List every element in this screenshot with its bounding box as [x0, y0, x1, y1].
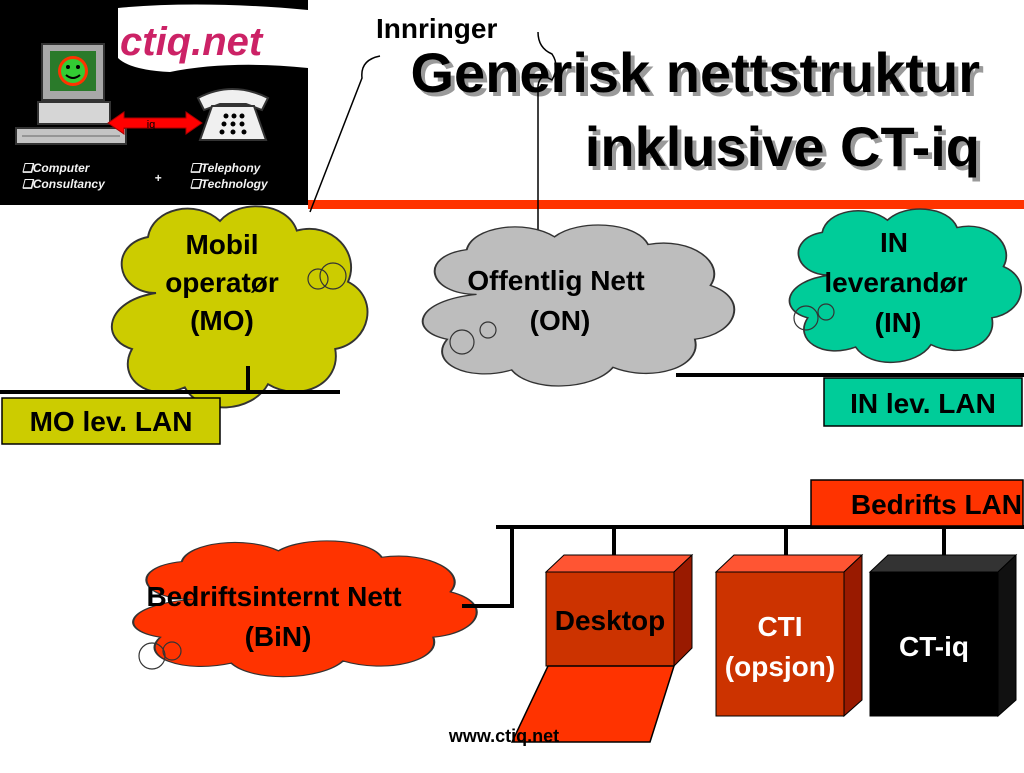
title-line2: inklusive CT-iq — [585, 115, 980, 178]
in-lan-box — [823, 377, 1023, 427]
cti-device: CTI (opsjon) — [714, 553, 864, 718]
title-line1: Generisk nettstruktur — [411, 41, 981, 104]
logo-item-telephony: ❑Telephony — [190, 161, 262, 175]
cloud-mo-label-line3: (MO) — [190, 305, 254, 336]
logo-item-technology: ❑Technology — [190, 177, 269, 191]
computer-icon — [15, 43, 127, 145]
desktop-label: Desktop — [555, 605, 665, 636]
callout-line-mo — [309, 55, 381, 213]
in-lan-label: IN lev. LAN — [850, 388, 996, 419]
cloud-on-label-line1: Offentlig Nett — [467, 265, 644, 296]
cloud-bubble — [319, 262, 347, 290]
cloud-on-label-line2: (ON) — [530, 305, 591, 336]
accent-bar — [308, 200, 1024, 209]
desktop-keyboard — [510, 665, 676, 743]
link-arrow-icon: iq — [107, 111, 203, 135]
bedrifts-lan-box — [810, 479, 1024, 527]
cloud-in-label-line2: leverandør — [824, 267, 967, 298]
cloud-bubble — [793, 305, 819, 331]
cloud-mo-label-line1: Mobil — [185, 229, 258, 260]
logo-plus: + — [154, 171, 161, 185]
logo-brand-text: ctiq.net — [120, 20, 264, 64]
cloud-in-label-line1: IN — [880, 227, 908, 258]
cloud-mo-label-line2: operatør — [165, 267, 279, 298]
cti-label-line2: (opsjon) — [725, 651, 835, 682]
telephone-icon — [196, 88, 270, 141]
title-line2-shadow: inklusive CT-iq — [589, 119, 984, 182]
cti-label-line1: CTI — [757, 611, 802, 642]
logo-item-computer: ❑Computer — [22, 161, 91, 175]
logo-brand-plate — [118, 4, 308, 73]
desktop-device: Desktop — [510, 553, 694, 743]
callout-line-on — [537, 31, 557, 230]
cloud-bubble — [449, 329, 475, 355]
network-lines — [0, 366, 1024, 608]
cloud-bin-label-line2: (BiN) — [245, 621, 312, 652]
callout-innringer: Innringer — [376, 13, 497, 44]
bedrifts-lan-label: Bedrifts LAN — [851, 489, 1022, 520]
mo-lan-box — [1, 397, 221, 445]
cloud-bubble — [162, 641, 182, 661]
slide-title: Generisk nettstruktur Generisk nettstruk… — [411, 41, 985, 182]
cloud-bin-label-line1: Bedriftsinternt Nett — [146, 581, 401, 612]
mo-lan-label: MO lev. LAN — [30, 406, 193, 437]
cloud-bubble — [817, 303, 835, 321]
cloud-bubble — [479, 321, 497, 339]
logo-item-consultancy: ❑Consultancy — [22, 177, 106, 191]
cloud-bubble — [307, 268, 329, 290]
cloud-in-label-line3: (IN) — [875, 307, 922, 338]
footer-url[interactable]: www.ctiq.net — [448, 726, 559, 746]
title-line1-shadow: Generisk nettstruktur — [415, 45, 985, 108]
ctiq-logo: ctiq.net iq — [0, 0, 308, 205]
ctiq-label: CT-iq — [899, 631, 969, 662]
ctiq-device: CT-iq — [868, 553, 1018, 718]
link-label: iq — [147, 119, 156, 131]
